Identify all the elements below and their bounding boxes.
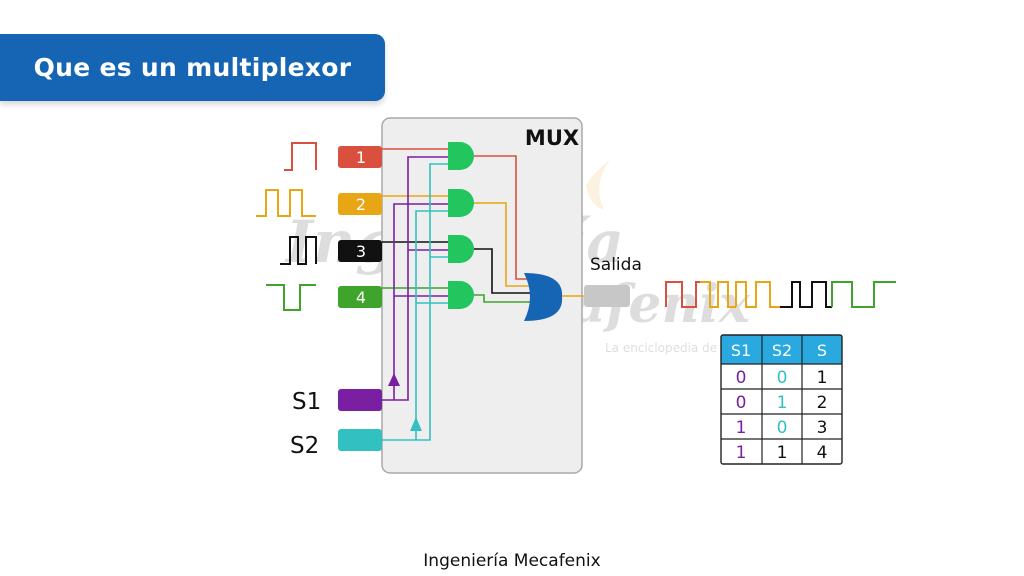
tt-header-s2: S2	[772, 341, 792, 360]
input-2-waveform	[256, 189, 316, 217]
input-tag-2-label: 2	[356, 195, 366, 214]
tt-cell: 0	[777, 368, 788, 388]
input-4-waveform	[266, 284, 316, 311]
output-label: Salida	[590, 255, 642, 275]
tt-cell: 1	[736, 443, 747, 463]
input-tag-3: 3	[338, 240, 382, 262]
tt-cell: 1	[736, 418, 747, 438]
tt-cell: 2	[817, 393, 828, 413]
or-gate	[524, 273, 563, 321]
tt-cell: 1	[817, 368, 828, 388]
s2-not-icon	[410, 417, 422, 431]
and-gate-1	[448, 142, 474, 170]
input-tag-4-label: 4	[356, 288, 366, 307]
tt-cell: 0	[736, 393, 747, 413]
footer-credit: Ingeniería Mecafenix	[423, 551, 601, 571]
input-tag-1: 1	[338, 146, 382, 168]
input-tag-1-label: 1	[356, 148, 366, 167]
output-waveform	[665, 281, 896, 308]
title-banner: Que es un multiplexor	[0, 34, 385, 101]
input-wires	[382, 148, 448, 289]
input-tag-3-label: 3	[356, 242, 366, 261]
and-to-or-wires	[474, 155, 532, 303]
mux-label: MUX	[525, 126, 579, 150]
and-gates	[448, 142, 474, 309]
and-gate-2	[448, 189, 474, 217]
tt-cell: 0	[777, 418, 788, 438]
tt-cell: 1	[777, 393, 788, 413]
tt-cell: 0	[736, 368, 747, 388]
tt-cell: 3	[817, 418, 828, 438]
truth-table: S1 S2 S 0 0 1 0 1 2 1 0 3 1 1 4	[720, 334, 843, 465]
tt-cell: 4	[817, 443, 828, 463]
page-title: Que es un multiplexor	[33, 53, 352, 82]
select-wires	[382, 156, 448, 441]
select-s1-tag	[338, 389, 382, 411]
tt-cell: 1	[777, 443, 788, 463]
truth-table-header	[721, 335, 842, 364]
tt-header-s: S	[817, 341, 827, 360]
input-tag-4: 4	[338, 286, 382, 308]
input-1-waveform	[284, 142, 317, 171]
and-gate-4	[448, 281, 474, 309]
input-tag-2: 2	[338, 193, 382, 215]
and-gate-3	[448, 235, 474, 263]
tt-header-s1: S1	[731, 341, 751, 360]
select-s2-tag	[338, 429, 382, 451]
watermark-flame-icon	[586, 160, 610, 210]
select-s2-label: S2	[290, 433, 319, 459]
s1-not-icon	[388, 373, 400, 386]
output-tag	[584, 285, 630, 307]
select-s1-label: S1	[292, 389, 321, 415]
input-3-waveform	[280, 236, 317, 265]
